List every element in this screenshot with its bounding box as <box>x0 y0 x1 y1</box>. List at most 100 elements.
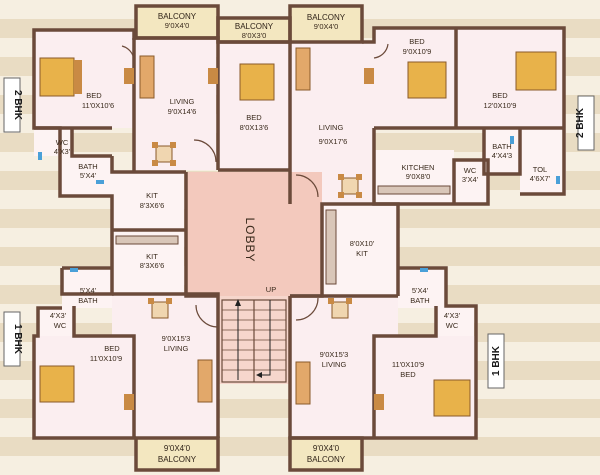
balcony-tr-name: BALCONY <box>307 13 346 22</box>
kit-tl-floor <box>112 172 184 230</box>
living-tl-name: LIVING <box>170 97 195 106</box>
balcony-tm-floor <box>218 18 290 42</box>
balcony-tl-size: 9'0X4'0 <box>165 21 190 30</box>
balcony-tr-size: 9'0X4'0 <box>314 22 339 31</box>
bed-tr1-size: 9'0X10'9 <box>403 47 432 56</box>
kitchen-counter-ml <box>115 235 179 245</box>
bed-bl-size: 11'0X10'9 <box>90 354 122 363</box>
living-tr-name: LIVING <box>319 123 344 132</box>
living-br-size: 9'0X15'3 <box>320 350 349 359</box>
sofa-br <box>295 361 311 405</box>
wc-tl-size: 4'X3' <box>54 147 71 156</box>
bath-bl-floor <box>62 268 112 308</box>
bed-tr1-furniture <box>407 61 447 99</box>
wc-tl-name: WC <box>56 138 69 147</box>
windows <box>38 136 560 272</box>
bed-bl-furniture <box>39 365 75 403</box>
lobby-label: LOBBY <box>243 217 257 262</box>
tol-tr-name: TOL <box>533 165 547 174</box>
staircase <box>221 299 287 383</box>
kitchen-tr-size: 9'0X8'0 <box>406 172 431 181</box>
bath-br-name: BATH <box>410 296 429 305</box>
unit-tag-bottom-left-box <box>3 311 21 367</box>
unit-tag-top-right-box <box>577 95 595 151</box>
kit-ml-size: 8'3X6'6 <box>140 261 165 270</box>
wc-tr-name: WC <box>464 166 477 175</box>
balcony-bl-name: BALCONY <box>158 455 197 464</box>
sofa-bl <box>197 359 213 403</box>
bath-tl-size: 5'X4' <box>80 171 97 180</box>
wc-bl-name: WC <box>54 321 67 330</box>
kitchen-counter-r <box>325 209 337 285</box>
kit-r-size: 8'0X10' <box>350 239 375 248</box>
balcony-tm-size: 8'0X3'0 <box>242 31 267 40</box>
room-labels: BALCONY 9'0X4'0 BALCONY 8'0X3'0 BALCONY … <box>50 12 551 464</box>
unit-tag-top-left-box <box>3 77 21 133</box>
wc-bl-size: 4'X3' <box>50 311 67 320</box>
wc-br-size: 4'X3' <box>444 311 461 320</box>
unit-tag-bottom-right: 1 BHK <box>491 345 502 376</box>
bed-tr1-name: BED <box>409 37 425 46</box>
bed-tm-floor <box>218 42 290 170</box>
walls <box>32 4 566 472</box>
dining-bl <box>148 298 172 319</box>
balcony-bl-size: 9'0X4'0 <box>164 444 191 453</box>
furniture <box>39 47 557 417</box>
bed-tm-name: BED <box>246 113 262 122</box>
bed-tl-name: BED <box>86 91 102 100</box>
balcony-br-size: 9'0X4'0 <box>313 444 340 453</box>
kitchen-tr-floor <box>374 150 454 204</box>
stair-up-label: UP <box>266 285 276 294</box>
wc-br-floor <box>436 306 474 336</box>
kit-r-name: KIT <box>356 249 368 258</box>
living-bl-name: LIVING <box>164 344 189 353</box>
bed-tl-furniture <box>39 57 82 97</box>
wc-bl-floor <box>38 306 74 336</box>
wc-br-name: WC <box>446 321 459 330</box>
kitchen-tr-name: KITCHEN <box>402 163 435 172</box>
tol-tr-size: 4'6X7' <box>530 174 551 183</box>
balcony-tm-name: BALCONY <box>235 22 274 31</box>
bath-br-size: 5'X4' <box>412 286 429 295</box>
sofa-tr <box>295 47 311 91</box>
balcony-bl-floor <box>136 438 218 470</box>
bath-tr-floor <box>484 128 520 174</box>
living-tl-size: 9'0X14'6 <box>168 107 197 116</box>
balcony-br-name: BALCONY <box>307 455 346 464</box>
dining-tr <box>338 174 362 198</box>
bed-tl-size: 11'0X10'6 <box>82 101 114 110</box>
bed-br-name: BED <box>400 370 416 379</box>
bath-tr-size: 4'X4'3 <box>492 151 512 160</box>
bath-tr-name: BATH <box>492 142 511 151</box>
kit-ml-name: KIT <box>146 252 158 261</box>
wc-tr-size: 3'X4' <box>462 175 479 184</box>
dining-br <box>328 298 352 319</box>
living-br-name: LIVING <box>322 360 347 369</box>
bath-tl-name: BATH <box>78 162 97 171</box>
bath-bl-name: BATH <box>78 296 97 305</box>
tol-tr-floor <box>520 128 566 194</box>
unit-tag-bottom-right-box <box>487 333 505 389</box>
bed-tr2-name: BED <box>492 91 508 100</box>
bed-tm-size: 8'0X13'6 <box>240 123 269 132</box>
bed-br-furniture <box>433 379 471 417</box>
kit-tl-size: 8'3X6'6 <box>140 201 165 210</box>
balcony-br-floor <box>290 438 362 470</box>
bed-tr2-furniture <box>515 51 557 91</box>
bed-tr2-size: 12'0X10'9 <box>484 101 517 110</box>
bath-tl-floor <box>60 156 112 196</box>
bath-bl-size: 5'X4' <box>80 286 97 295</box>
living-bl-size: 9'0X15'3 <box>162 334 191 343</box>
unit-tags: 2 BHK 2 BHK 1 BHK 1 BHK <box>3 77 595 389</box>
dining-tl <box>152 142 176 166</box>
balcony-tl-floor <box>136 6 218 38</box>
unit-tag-top-right: 2 BHK <box>575 107 586 138</box>
unit-tag-top-left: 2 BHK <box>12 90 23 121</box>
lobby-floor <box>186 172 322 296</box>
sofa-tl <box>139 55 155 99</box>
unit-tag-bottom-left: 1 BHK <box>12 324 23 355</box>
living-tr-size: 9'0X17'6 <box>319 137 348 146</box>
kit-tl-name: KIT <box>146 191 158 200</box>
bed-br-size: 11'0X10'9 <box>392 360 424 369</box>
kitchen-counter-tr <box>377 185 451 195</box>
